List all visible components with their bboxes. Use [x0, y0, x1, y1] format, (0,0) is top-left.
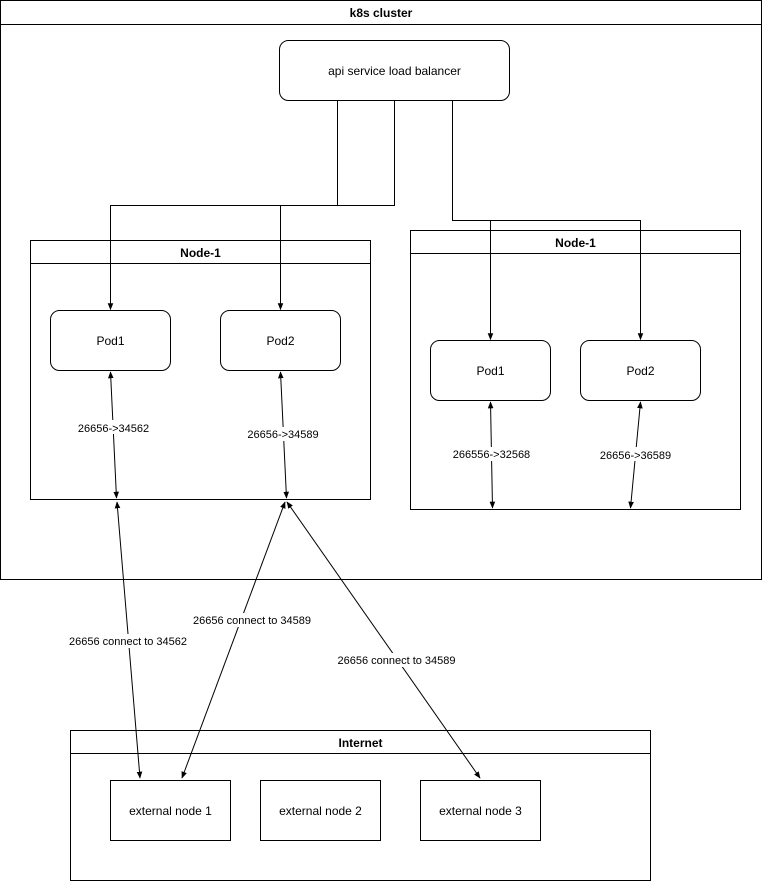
load-balancer[interactable]: api service load balancer: [279, 40, 510, 101]
node-right-title: Node-1: [555, 236, 596, 250]
external-node-3[interactable]: external node 3: [420, 780, 541, 841]
external-node-2[interactable]: external node 2: [260, 780, 381, 841]
internet-title: Internet: [338, 736, 382, 750]
lb-edge-left-pod1: [107, 100, 338, 311]
connection-label-1: 26656 connect to 34562: [69, 636, 187, 648]
cluster-title: k8s cluster: [350, 6, 413, 20]
port-label-right-pod1: 266556->32568: [453, 449, 530, 461]
port-label-right-pod2: 26656->36589: [600, 450, 671, 462]
node-left-pod1[interactable]: Pod1: [50, 310, 171, 371]
external-node-1-label: external node 1: [129, 804, 212, 818]
lb-edge-right-pod2: [452, 220, 644, 341]
node-left-title: Node-1: [180, 246, 221, 260]
node-right-pod2-label: Pod2: [626, 364, 654, 378]
load-balancer-label: api service load balancer: [328, 64, 461, 78]
connection-edge-3: [286, 501, 481, 779]
connection-label-2: 26656 connect to 34589: [193, 615, 311, 627]
external-node-1[interactable]: external node 1: [110, 780, 231, 841]
node-left-pod1-label: Pod1: [96, 334, 124, 348]
node-right-pod1-label: Pod1: [476, 364, 504, 378]
lb-routing-edges: [107, 100, 644, 341]
lb-edge-left-pod2: [277, 100, 395, 311]
node-right-pod1[interactable]: Pod1: [430, 340, 551, 401]
port-edge-left-pod1: [108, 371, 119, 499]
port-label-left-pod1: 26656->34562: [78, 423, 149, 435]
connection-label-3: 26656 connect to 34589: [337, 655, 455, 667]
node-left-pod2[interactable]: Pod2: [220, 310, 341, 371]
external-node-3-label: external node 3: [439, 804, 522, 818]
external-node-2-label: external node 2: [279, 804, 362, 818]
node-left-pod2-label: Pod2: [266, 334, 294, 348]
connection-edge-2: [181, 501, 286, 779]
node-right-pod2[interactable]: Pod2: [580, 340, 701, 401]
port-label-left-pod2: 26656->34589: [247, 429, 318, 441]
